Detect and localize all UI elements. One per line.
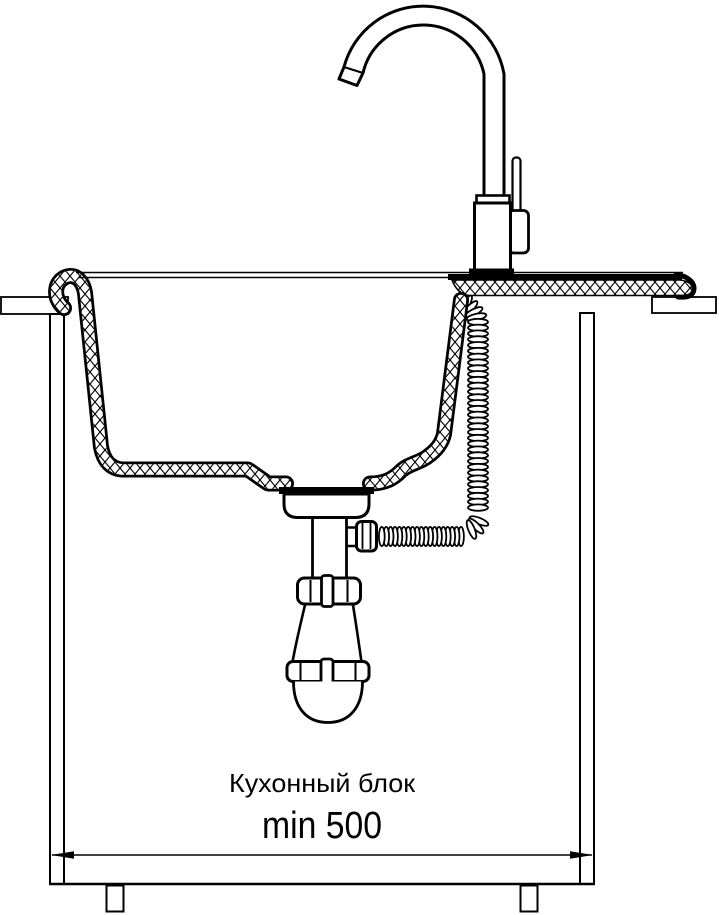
drain-flange <box>282 492 371 519</box>
supply-hose-vertical-coil <box>460 294 490 540</box>
cabinet-foot-left <box>105 884 125 913</box>
faucet <box>337 4 530 277</box>
hose-union-nut-ribs <box>361 523 372 549</box>
sink-left-wall-and-bottom <box>48 268 294 492</box>
sink-deck-ledge <box>450 279 695 297</box>
drain-tailpipe <box>311 516 348 579</box>
hose-union-nut <box>355 520 378 553</box>
siphon-top-coupling-rib <box>320 574 335 608</box>
drain-assembly <box>282 492 378 579</box>
siphon-bottom-ring-lines <box>299 663 357 680</box>
dimension-arrow-right <box>570 851 593 859</box>
hose-coil-loop <box>467 503 489 512</box>
siphon-bottom-ring-rib <box>319 657 335 686</box>
faucet-gooseneck-spout <box>337 4 506 201</box>
hose-coil-loop <box>465 519 478 540</box>
min-width-label: min 500 <box>262 805 382 847</box>
sink-deck-right-curl <box>673 272 697 300</box>
siphon-top-coupling-lines <box>309 580 349 602</box>
faucet-base-plate <box>469 268 514 277</box>
dimension-line <box>51 851 593 859</box>
supply-hose-horizontal-coil <box>377 526 465 548</box>
hose-coil-loop <box>377 526 386 548</box>
siphon-cup-body <box>291 604 363 663</box>
cabinet-right-wall <box>579 312 595 885</box>
cabinet-unit-label: Кухонный блок <box>229 768 416 798</box>
faucet-body <box>473 201 512 272</box>
faucet-aerator-line <box>343 65 364 75</box>
cabinet-foot-right <box>519 884 539 913</box>
dimension-arrow-left <box>51 851 74 859</box>
sink-right-wall <box>362 292 469 492</box>
siphon <box>285 574 371 724</box>
faucet-lever <box>511 156 522 214</box>
sink-cross-section <box>48 268 697 494</box>
cabinet-left-wall <box>49 313 65 885</box>
siphon-dome-cup <box>292 681 364 724</box>
